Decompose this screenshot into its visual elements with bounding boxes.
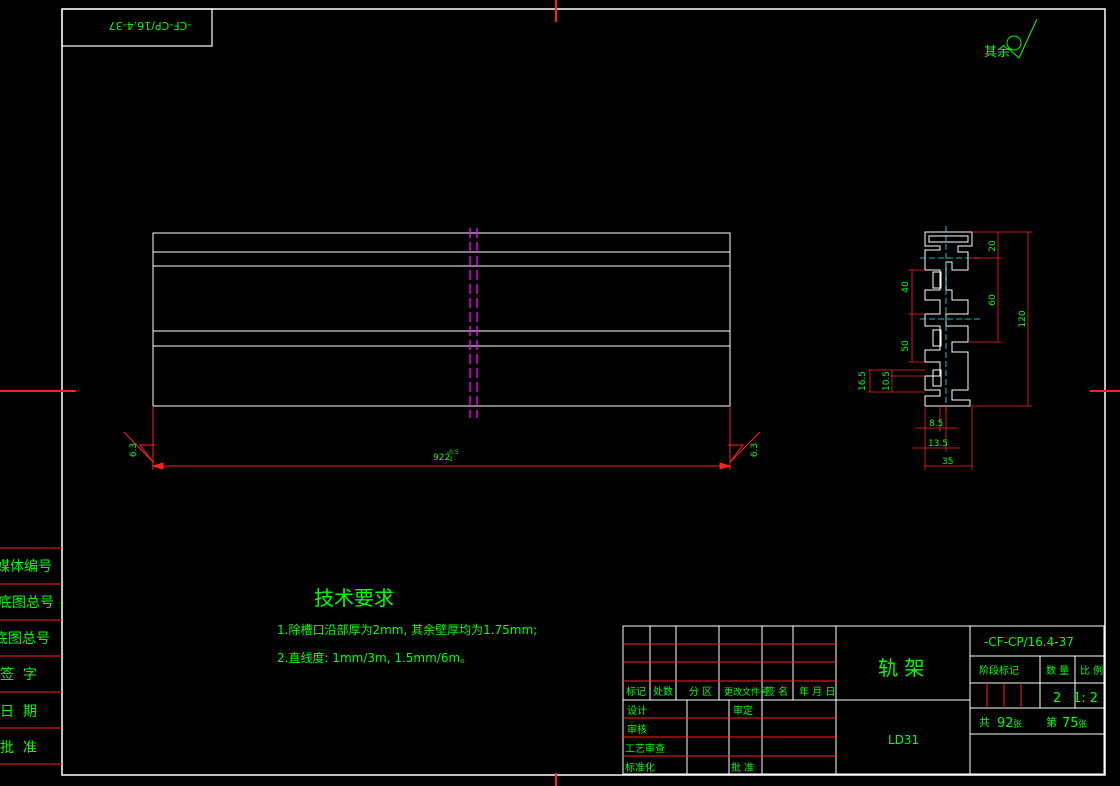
tech-req-item-2: 2.直线度: 1mm/3m, 1.5mm/6m。	[277, 650, 472, 665]
role-review: 审核	[627, 723, 647, 736]
side-label-base-no: 底图总号	[0, 631, 50, 647]
quantity-header: 数 量	[1046, 664, 1069, 677]
rev-header-change-doc: 更改文件号	[724, 686, 769, 698]
rev-header-zone: 分 区	[689, 686, 712, 698]
length-dimension	[123, 406, 761, 470]
sheet-no: 75	[1062, 716, 1079, 731]
title-block-part-number: LD31	[888, 733, 919, 747]
tech-req-title: 技术要求	[314, 586, 394, 610]
length-tol-upper: -0.5	[447, 449, 459, 456]
profile-center-axis	[920, 226, 980, 414]
roughness-right: 6.3	[750, 443, 760, 457]
dim-50: 50	[901, 340, 911, 352]
side-label-media-no: 媒体编号	[0, 559, 52, 575]
dim-16-5: 16.5	[858, 371, 868, 391]
title-block-part-name: 轨 架	[878, 656, 924, 680]
drawing-border	[61, 8, 1106, 776]
scale-header: 比 例	[1080, 664, 1103, 677]
title-block-drawing-code: -CF-CP/16.4-37	[984, 635, 1074, 649]
rev-header-mark: 标记	[626, 686, 646, 698]
drawing-code-inverted: -CF-CP/16.4-37	[109, 19, 191, 32]
dim-20: 20	[988, 240, 998, 252]
dim-40: 40	[901, 281, 911, 293]
dim-10-5: 10.5	[882, 371, 892, 391]
profile-dimensions	[868, 231, 1032, 470]
scale-value: 1: 2	[1073, 691, 1098, 706]
rev-header-signature: 签 名	[765, 685, 788, 698]
role-standard: 标准化	[625, 761, 655, 774]
dim-60: 60	[988, 294, 998, 306]
title-block-inner-lines	[623, 643, 1022, 757]
break-lines	[469, 228, 478, 418]
side-label-old-base-no: 旧底图总号	[0, 595, 54, 611]
dim-13-5: 13.5	[928, 439, 948, 449]
rail-side-view	[152, 232, 731, 407]
sheet-no-unit: 张	[1078, 719, 1087, 730]
sheets-total-unit: 张	[1013, 719, 1022, 730]
dim-35: 35	[942, 457, 953, 467]
role-design: 设计	[627, 704, 647, 717]
stage-header: 阶段标记	[979, 664, 1019, 677]
side-label-table	[0, 547, 62, 765]
surface-finish-symbol	[1006, 18, 1038, 59]
side-label-date: 日 期	[0, 704, 37, 720]
length-value: 922	[433, 453, 450, 463]
dim-120: 120	[1018, 310, 1028, 327]
sheets-total: 92	[997, 716, 1014, 731]
dim-8-5: 8.5	[929, 419, 943, 429]
surface-finish-note: 其余	[984, 44, 1010, 60]
side-label-approve: 批 准	[0, 740, 37, 756]
quantity-value: 2	[1053, 691, 1061, 706]
length-tol-lower: -1	[447, 456, 453, 463]
roughness-left: 6.3	[129, 443, 139, 457]
sheet-no-label: 第	[1046, 715, 1057, 729]
side-label-signature: 签 字	[0, 666, 37, 683]
rev-header-date: 年 月 日	[799, 685, 835, 698]
title-block-frame	[622, 625, 1105, 775]
role-approval: 审定	[733, 704, 753, 717]
sheets-total-label: 共	[979, 716, 990, 729]
rev-header-count: 处数	[653, 685, 673, 698]
role-final-approval: 批 准	[731, 761, 754, 774]
tech-req-item-1: 1.除槽口沿部厚为2mm, 其余壁厚均为1.75mm;	[277, 622, 537, 637]
role-process: 工艺审查	[625, 742, 665, 755]
